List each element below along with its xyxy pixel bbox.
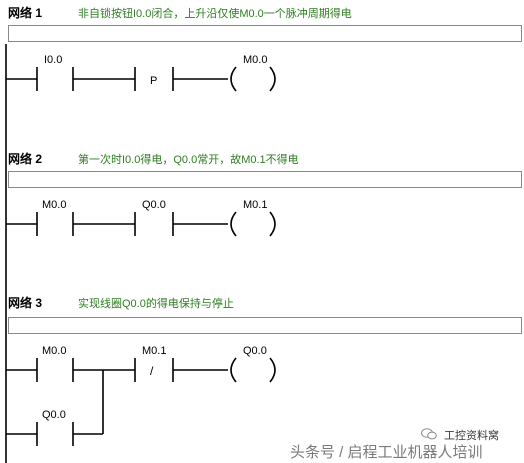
wechat-icon — [421, 428, 437, 440]
network-2-comment-box[interactable] — [8, 171, 522, 188]
network-2-contact-2-label: Q0.0 — [142, 199, 166, 211]
network-2-title: 网络 2 — [8, 152, 43, 166]
network-3-coil-right — [269, 357, 276, 383]
network-2-coil-right — [269, 211, 276, 237]
network-2-comment: 第一次时I0.0得电，Q0.0常开，故M0.1不得电 — [78, 154, 299, 166]
network-3-coil-label: Q0.0 — [243, 345, 267, 357]
network-3-parallel-label: Q0.0 — [42, 409, 66, 421]
network-1-coil-label: M0.0 — [243, 54, 267, 66]
network-1-coil-left — [230, 66, 237, 92]
network-3-not-label: / — [150, 364, 154, 378]
watermark-large: 头条号 / 启程工业机器人培训 — [290, 444, 483, 461]
network-3-coil-left — [230, 357, 237, 383]
network-3-header[interactable]: 网络 3 实现线圈Q0.0的得电保持与停止 — [8, 294, 524, 312]
network-2-coil-label: M0.1 — [243, 199, 267, 211]
network-3-comment-box[interactable] — [8, 317, 522, 334]
network-3-comment: 实现线圈Q0.0的得电保持与停止 — [78, 298, 234, 310]
network-3-title: 网络 3 — [8, 296, 43, 310]
network-3-contact-2-label: M0.1 — [142, 345, 166, 357]
network-1-comment-box[interactable] — [8, 25, 522, 42]
network-1-edge-label: P — [150, 75, 157, 87]
network-1-header[interactable]: 网络 1 非自锁按钮I0.0闭合，上升沿仅使M0.0一个脉冲周期得电 — [8, 4, 524, 22]
network-3-contact-1-label: M0.0 — [42, 345, 66, 357]
network-2-coil-left — [230, 211, 237, 237]
watermark-small: 工控资料窝 — [444, 430, 499, 442]
network-1-coil-right — [269, 66, 276, 92]
network-1-comment: 非自锁按钮I0.0闭合，上升沿仅使M0.0一个脉冲周期得电 — [78, 8, 352, 20]
network-1-contact-1-label: I0.0 — [44, 54, 62, 66]
network-1-title: 网络 1 — [8, 6, 43, 20]
network-2-header[interactable]: 网络 2 第一次时I0.0得电，Q0.0常开，故M0.1不得电 — [8, 150, 524, 168]
network-2-contact-1-label: M0.0 — [42, 199, 66, 211]
